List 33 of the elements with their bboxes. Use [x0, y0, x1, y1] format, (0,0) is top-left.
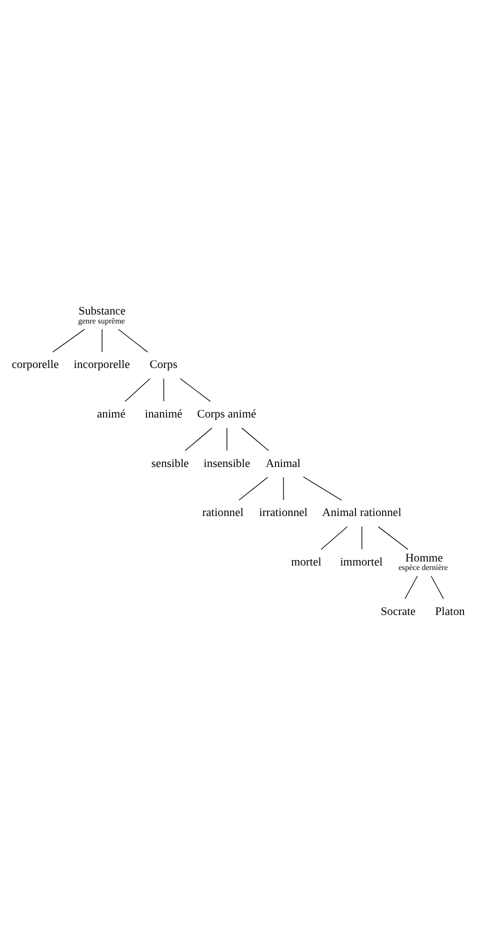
connector: [226, 427, 228, 450]
node-text: Animal rationnel: [322, 506, 402, 519]
connector: [180, 378, 211, 402]
node-text: rationnel: [202, 506, 244, 519]
connector: [302, 476, 342, 500]
connector: [238, 476, 268, 500]
node-text: insensible: [204, 456, 250, 470]
node-text: sensible: [151, 456, 189, 470]
connector: [404, 575, 418, 598]
connector: [241, 427, 270, 451]
connector: [430, 575, 444, 598]
node-text: animé: [97, 406, 126, 420]
node-text: mortel: [291, 554, 322, 568]
node-text: incorporelle: [74, 358, 130, 371]
node-text: Animal: [266, 456, 301, 470]
node-text: Platon: [435, 604, 465, 618]
connector: [163, 378, 164, 402]
node-text: Corps: [150, 358, 178, 371]
connector: [378, 526, 408, 550]
node-text: corporelle: [12, 358, 59, 371]
connector: [184, 427, 212, 451]
node-text: inanimé: [144, 406, 182, 420]
node-text: Substance genre suprême: [78, 304, 126, 325]
node-text: Homme espèce dernière: [398, 550, 448, 572]
connector: [320, 526, 348, 550]
node-text: irrationnel: [259, 506, 308, 519]
connector: [52, 328, 85, 352]
connector: [124, 378, 150, 402]
connector: [118, 328, 148, 352]
node-text: immortel: [340, 554, 383, 568]
node-text: Corps animé: [197, 406, 256, 420]
node-text: Socrate: [380, 604, 416, 618]
connector: [283, 476, 284, 500]
